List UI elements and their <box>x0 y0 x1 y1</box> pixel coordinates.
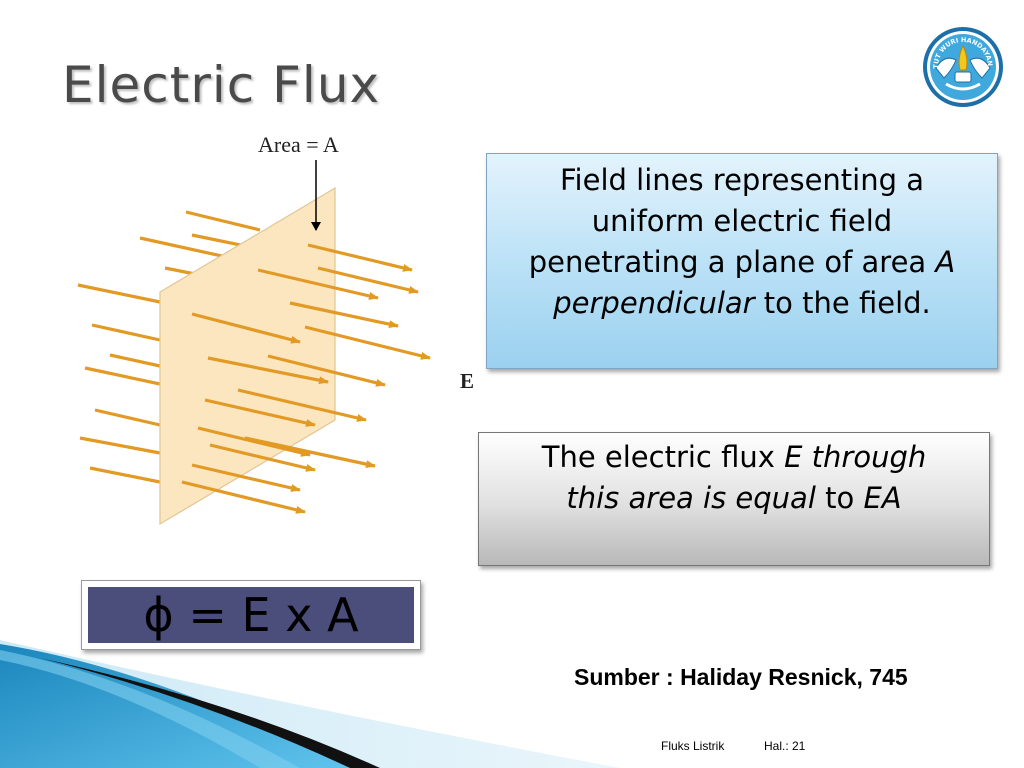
description-line-3: penetrating a plane of area A <box>528 245 956 279</box>
formula-box: ϕ = E x A <box>81 580 421 650</box>
footer-page-number: Hal.: 21 <box>764 739 806 753</box>
flux-formula: ϕ = E x A <box>88 587 414 643</box>
tut-wuri-handayani-logo-icon: TUT WURI HANDAYANI <box>922 26 1003 107</box>
area-plane <box>159 186 336 526</box>
definition-line-1: The electric flux E through <box>541 440 927 474</box>
definition-line-2: this area is equal to EA <box>566 481 902 515</box>
footer-chapter: Fluks Listrik <box>661 739 725 753</box>
flux-definition-box: The electric flux E through this area is… <box>478 432 990 566</box>
field-lines-description-box: Field lines representing a uniform elect… <box>486 153 998 369</box>
description-line-2: uniform electric field <box>591 204 893 238</box>
slide-title: Electric Flux <box>62 56 381 114</box>
source-citation: Sumber : Haliday Resnick, 745 <box>574 664 908 690</box>
decorative-swoosh <box>0 640 620 768</box>
description-line-4: perpendicular to the field. <box>553 286 931 320</box>
field-label-e: E <box>460 369 474 393</box>
area-label: Area = A <box>258 132 339 157</box>
field-lines-front <box>181 243 431 514</box>
description-line-1: Field lines representing a <box>559 163 924 197</box>
field-lines-figure: Area = A E <box>77 132 474 526</box>
